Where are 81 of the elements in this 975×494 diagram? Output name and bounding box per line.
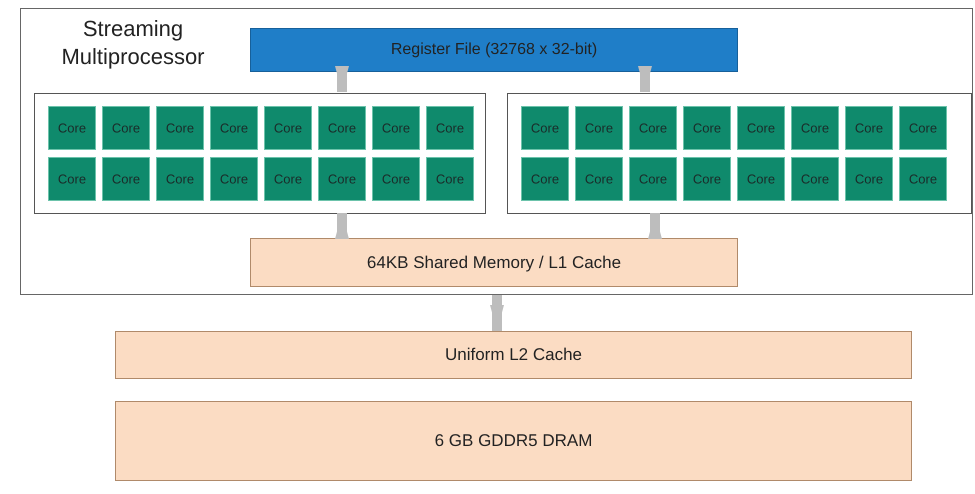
- core-box: [845, 106, 893, 150]
- core-box: [318, 106, 366, 150]
- core-box: [629, 157, 677, 201]
- core-box: [102, 106, 150, 150]
- core-label: Core: [110, 120, 142, 136]
- core-box: [791, 157, 839, 201]
- core-box: [156, 157, 204, 201]
- core-label: Core: [164, 172, 196, 186]
- core-label: Core: [164, 120, 196, 136]
- core-box: [521, 157, 569, 201]
- block-arrow: [648, 213, 662, 239]
- core-group-box: [34, 93, 486, 214]
- box-label: 6 GB GDDR5 DRAM: [434, 431, 594, 451]
- block-arrow: [490, 295, 504, 331]
- core-label: Core: [434, 172, 466, 186]
- core-label: Core: [908, 120, 938, 136]
- core-box: [629, 106, 677, 150]
- core-label: Core: [218, 120, 250, 136]
- core-box: [791, 106, 839, 150]
- core-label: Core: [800, 120, 830, 136]
- core-label: Core: [908, 172, 938, 186]
- core-box: [845, 157, 893, 201]
- core-label: Core: [746, 172, 776, 186]
- core-label: Core: [692, 172, 722, 186]
- core-box: [737, 157, 785, 201]
- dram-box: [115, 401, 912, 481]
- core-box: [683, 157, 731, 201]
- core-box: [575, 157, 623, 201]
- core-label: Core: [218, 172, 250, 186]
- core-box: [372, 157, 420, 201]
- core-label: Core: [584, 172, 614, 186]
- core-box: [426, 157, 474, 201]
- block-arrow: [335, 213, 349, 239]
- core-label: Core: [854, 120, 884, 136]
- core-box: [521, 106, 569, 150]
- core-label: Core: [530, 120, 560, 136]
- core-label: Core: [56, 120, 88, 136]
- core-box: [264, 157, 312, 201]
- box-label: Register File (32768 x 32-bit): [390, 41, 598, 59]
- core-label: Core: [110, 172, 142, 186]
- core-label: Core: [530, 172, 560, 186]
- core-box: [102, 157, 150, 201]
- core-box: [899, 106, 947, 150]
- core-label: Core: [692, 120, 722, 136]
- core-box: [372, 106, 420, 150]
- core-label: Core: [746, 120, 776, 136]
- core-label: Core: [326, 120, 358, 136]
- box-label: Uniform L2 Cache: [444, 345, 583, 365]
- core-label: Core: [272, 120, 304, 136]
- cache-box: [115, 331, 912, 379]
- core-box: [737, 106, 785, 150]
- block-arrow: [638, 66, 652, 92]
- core-box: [264, 106, 312, 150]
- multiprocessor-frame: [20, 8, 973, 295]
- core-label: Core: [854, 172, 884, 186]
- core-box: [210, 157, 258, 201]
- core-box: [156, 106, 204, 150]
- core-label: Core: [380, 172, 412, 186]
- core-box: [48, 106, 96, 150]
- block-arrow: [335, 66, 349, 92]
- shared-memory-box: [250, 238, 738, 287]
- core-label: Core: [638, 172, 668, 186]
- core-box: [210, 106, 258, 150]
- register-file-box: [250, 28, 738, 72]
- core-label: Core: [584, 120, 614, 136]
- core-box: [318, 157, 366, 201]
- core-label: Core: [380, 120, 412, 136]
- core-box: [48, 157, 96, 201]
- core-box: [899, 157, 947, 201]
- core-box: [683, 106, 731, 150]
- section-heading: Streaming Multiprocessor: [60, 15, 206, 71]
- core-group-box: [507, 93, 972, 214]
- core-label: Core: [272, 172, 304, 186]
- core-label: Core: [434, 120, 466, 136]
- core-box: [575, 106, 623, 150]
- core-label: Core: [800, 172, 830, 186]
- core-label: Core: [56, 172, 88, 186]
- core-box: [426, 106, 474, 150]
- box-label: 64KB Shared Memory / L1 Cache: [366, 252, 622, 272]
- core-label: Core: [638, 120, 668, 136]
- core-label: Core: [326, 172, 358, 186]
